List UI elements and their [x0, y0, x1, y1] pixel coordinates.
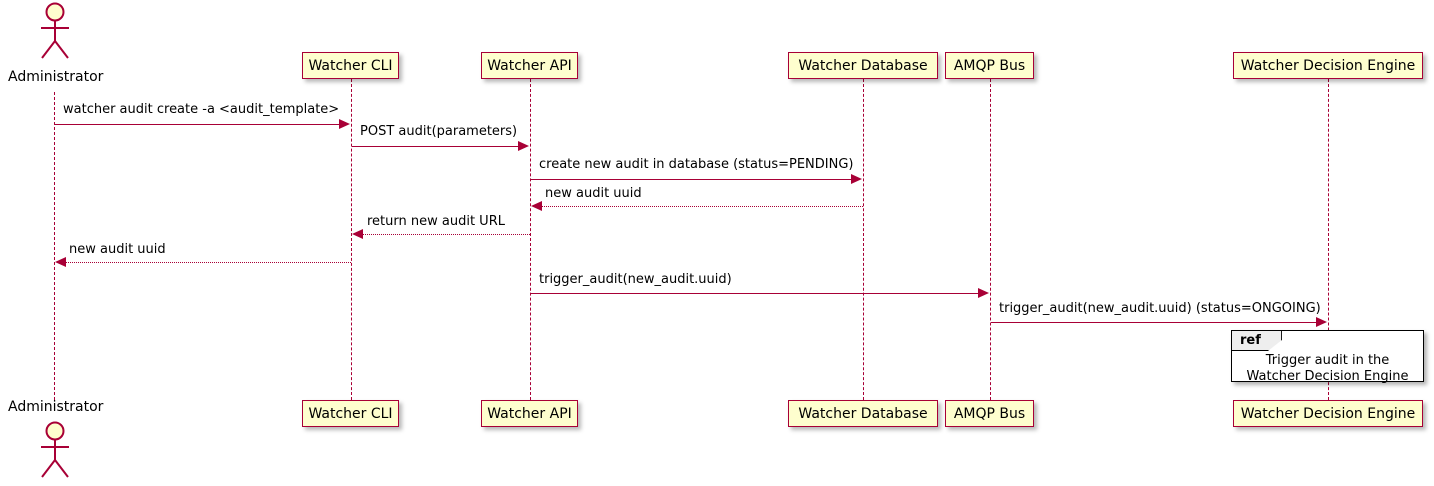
lifeline-amqp-bus: [990, 79, 991, 400]
participant-watcher-database-top[interactable]: Watcher Database: [788, 52, 938, 79]
actor-label-top: Administrator: [8, 69, 104, 85]
participant-watcher-cli-top[interactable]: Watcher CLI: [302, 52, 399, 79]
message-line-new-audit-uuid-cli: [66, 262, 351, 263]
message-line-watcher-audit-create: [55, 124, 340, 125]
message-label-post-audit: POST audit(parameters): [360, 124, 518, 139]
actor-figure-top: [41, 2, 69, 59]
lifeline-watcher-database: [863, 79, 864, 400]
message-label-new-audit-uuid-db: new audit uuid: [545, 186, 642, 201]
arrow-head-new-audit-uuid-cli: [55, 257, 66, 267]
ref-fragment-tab-label: ref: [1232, 331, 1282, 351]
arrow-head-trigger-audit: [978, 288, 989, 298]
arrow-head-post-audit: [518, 141, 529, 151]
arrow-head-create-new-audit: [851, 174, 862, 184]
message-line-new-audit-uuid-db: [542, 206, 863, 207]
participant-amqp-bus-bottom[interactable]: AMQP Bus: [945, 400, 1034, 427]
ref-fragment-line-1: Trigger audit in the: [1265, 353, 1390, 368]
lifeline-watcher-decision-engine: [1328, 79, 1329, 400]
ref-fragment-line-2: Watcher Decision Engine: [1246, 369, 1409, 384]
actor-figure-bottom: [41, 421, 69, 478]
participant-watcher-decision-engine-bottom[interactable]: Watcher Decision Engine: [1233, 400, 1423, 427]
ref-fragment: ref Trigger audit in the Watcher Decisio…: [1231, 330, 1424, 385]
arrow-head-new-audit-uuid-db: [531, 201, 542, 211]
message-label-trigger-audit-ongoing: trigger_audit(new_audit.uuid) (status=ON…: [999, 301, 1321, 316]
participant-watcher-cli-bottom[interactable]: Watcher CLI: [302, 400, 399, 427]
arrow-head-trigger-audit-ongoing: [1316, 317, 1327, 327]
message-label-return-new-audit-url: return new audit URL: [367, 214, 505, 229]
arrow-head-return-new-audit-url: [352, 229, 363, 239]
message-label-create-new-audit: create new audit in database (status=PEN…: [539, 157, 854, 172]
message-line-trigger-audit: [531, 293, 979, 294]
arrow-head-watcher-audit-create: [339, 119, 350, 129]
participant-watcher-api-bottom[interactable]: Watcher API: [481, 400, 578, 427]
participant-watcher-database-bottom[interactable]: Watcher Database: [788, 400, 938, 427]
participant-amqp-bus-top[interactable]: AMQP Bus: [945, 52, 1034, 79]
message-line-trigger-audit-ongoing: [991, 322, 1317, 323]
lifeline-watcher-cli: [351, 79, 352, 400]
message-label-watcher-audit-create: watcher audit create -a <audit_template>: [63, 102, 340, 117]
lifeline-actor: [54, 92, 55, 400]
message-line-create-new-audit: [531, 179, 852, 180]
lifeline-watcher-api: [530, 79, 531, 400]
message-line-post-audit: [352, 146, 519, 147]
message-line-return-new-audit-url: [363, 234, 530, 235]
participant-watcher-api-top[interactable]: Watcher API: [481, 52, 578, 79]
participant-watcher-decision-engine-top[interactable]: Watcher Decision Engine: [1233, 52, 1423, 79]
actor-label-bottom: Administrator: [8, 399, 104, 415]
message-label-trigger-audit: trigger_audit(new_audit.uuid): [539, 272, 732, 287]
ref-fragment-body: Trigger audit in the Watcher Decision En…: [1232, 353, 1423, 385]
message-label-new-audit-uuid-cli: new audit uuid: [69, 242, 166, 257]
